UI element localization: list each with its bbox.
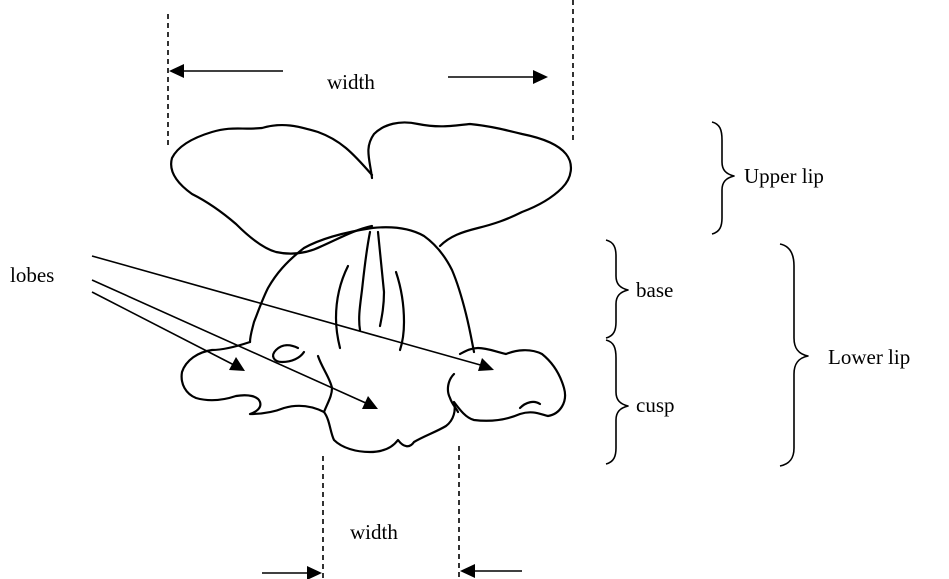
lower-lip-brace-group: Lower lip <box>780 244 910 466</box>
bottom-width-right-arrowhead <box>460 564 475 578</box>
lower-lip-inner-fold-left <box>336 266 348 348</box>
lobes-pointer-line-left <box>92 292 236 366</box>
lower-lip-drawing <box>182 227 565 452</box>
top-width-right-arrowhead <box>533 70 548 84</box>
lobes-pointer-line-center <box>92 280 368 404</box>
lobes-label: lobes <box>10 263 54 287</box>
base-label: base <box>636 278 673 302</box>
lower-lip-inner-fold-right <box>396 272 404 350</box>
cusp-brace-group: cusp <box>606 340 675 464</box>
lobes-pointer-line-right <box>92 256 484 366</box>
base-brace-group: base <box>606 240 673 338</box>
upper-lip-drawing <box>171 122 571 253</box>
bottom-width-dimension: width <box>262 446 522 579</box>
upper-lip-label: Upper lip <box>744 164 824 188</box>
lower-lip-center-fold-mid <box>378 232 384 326</box>
upper-lip-brace-group: Upper lip <box>712 122 824 234</box>
bottom-width-label: width <box>350 520 398 544</box>
lower-lip-label: Lower lip <box>828 345 910 369</box>
lower-lip-lobe-notch-left <box>273 345 304 362</box>
lobes-pointer-arrowhead-right <box>478 358 494 371</box>
lower-lip-cusp-outline <box>182 342 565 452</box>
base-brace <box>606 240 628 338</box>
lower-lip-center-fold-left <box>359 232 370 330</box>
top-width-dimension: width <box>168 0 573 148</box>
bottom-width-left-arrowhead <box>307 566 322 579</box>
lower-lip-brace <box>780 244 808 466</box>
lower-lip-lobe-notch-far-right <box>520 402 540 408</box>
upper-lip-brace <box>712 122 734 234</box>
lower-lip-base-right-outline <box>372 227 474 352</box>
cusp-label: cusp <box>636 393 675 417</box>
cusp-brace <box>606 340 628 464</box>
lower-lip-base-left-outline <box>250 228 372 342</box>
top-width-left-arrowhead <box>169 64 184 78</box>
top-width-label: width <box>327 70 375 94</box>
